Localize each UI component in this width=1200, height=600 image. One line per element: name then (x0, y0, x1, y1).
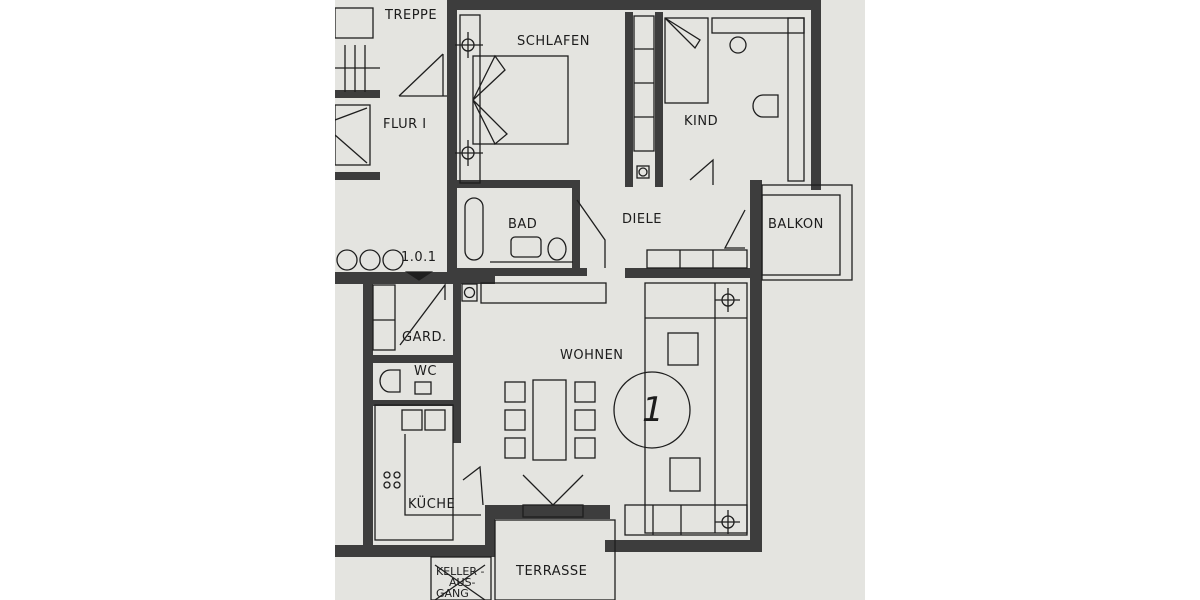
room-label-wohnen: WOHNEN (560, 348, 624, 363)
walls (335, 0, 821, 557)
room-label-treppe: TREPPE (385, 8, 438, 23)
apartment-number: 1 (642, 390, 665, 430)
room-label-gard: GARD. (402, 330, 447, 345)
room-label-balkon: BALKON (768, 217, 824, 232)
room-label-terrasse: TERRASSE (516, 564, 588, 579)
furniture (335, 7, 853, 600)
label-keller-1: KELLER - (436, 565, 485, 578)
entrance-code: 1.0.1 (401, 250, 437, 265)
room-label-bad: BAD (508, 217, 538, 232)
room-label-diele: DIELE (622, 212, 663, 227)
room-label-kueche: KÜCHE (408, 497, 456, 512)
floor-plan: TREPPE FLUR I SCHLAFEN KIND BAD DIELE BA… (335, 0, 865, 600)
room-label-flur: FLUR I (383, 117, 427, 132)
floor-plan-drawing (335, 0, 853, 600)
room-label-kind: KIND (684, 114, 719, 129)
label-keller-3: GANG (436, 587, 469, 600)
room-label-wc: WC (414, 364, 437, 379)
room-label-schlafen: SCHLAFEN (517, 34, 590, 49)
label-keller-2: AUS- (449, 576, 476, 589)
